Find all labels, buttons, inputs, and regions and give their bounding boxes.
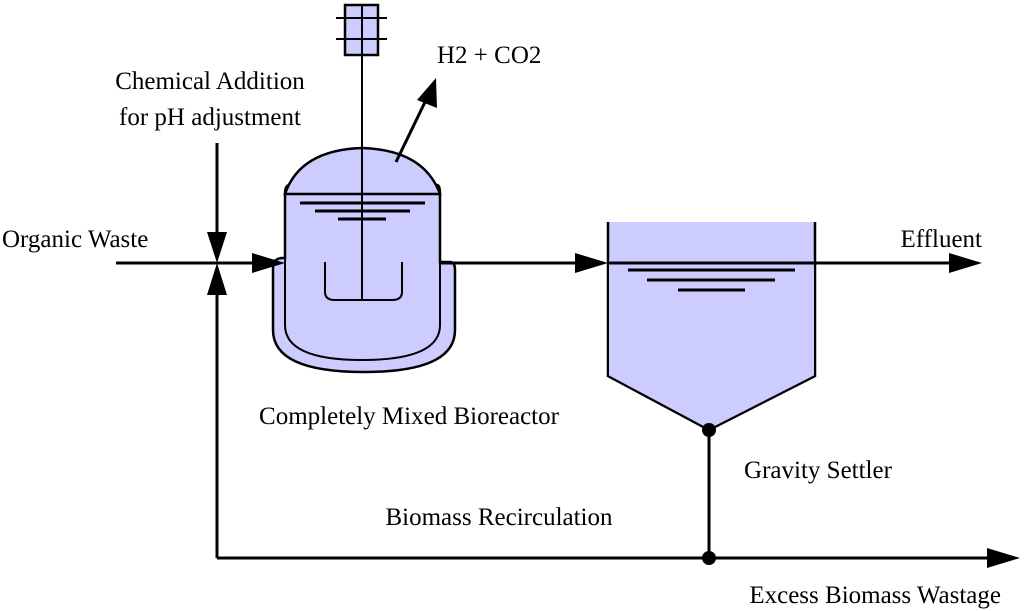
wastage-arrowhead: [987, 548, 1020, 568]
settler-inlet-arrowhead: [575, 253, 608, 273]
organic-waste-label: Organic Waste: [2, 226, 148, 253]
inlet-arrowhead: [252, 253, 285, 273]
chemical-label-line1: Chemical Addition: [115, 68, 305, 95]
gas-output-label: H2 + CO2: [437, 42, 541, 69]
effluent-label: Effluent: [901, 226, 983, 253]
bioreactor: [271, 3, 457, 374]
bioreactor-inner-wall: [284, 194, 441, 362]
recirculation-arrowhead: [207, 263, 227, 295]
settler-liquid: [609, 260, 814, 429]
gravity-settler-label: Gravity Settler: [744, 457, 893, 484]
gravity-settler: [606, 222, 817, 432]
wastage-label: Excess Biomass Wastage: [749, 582, 1001, 609]
gas-output-line: [394, 99, 428, 163]
bioreactor-jacket: [271, 183, 457, 374]
gas-output-arrowhead: [417, 78, 437, 108]
stirrer-motor: [336, 3, 387, 57]
effluent-arrowhead: [949, 253, 982, 273]
stirrer-impeller: [324, 262, 403, 301]
bioreactor-label: Completely Mixed Bioreactor: [259, 403, 560, 430]
chemical-label-line2: for pH adjustment: [119, 104, 301, 131]
chemical-arrowhead: [207, 232, 227, 263]
recirculation-label: Biomass Recirculation: [385, 504, 613, 531]
